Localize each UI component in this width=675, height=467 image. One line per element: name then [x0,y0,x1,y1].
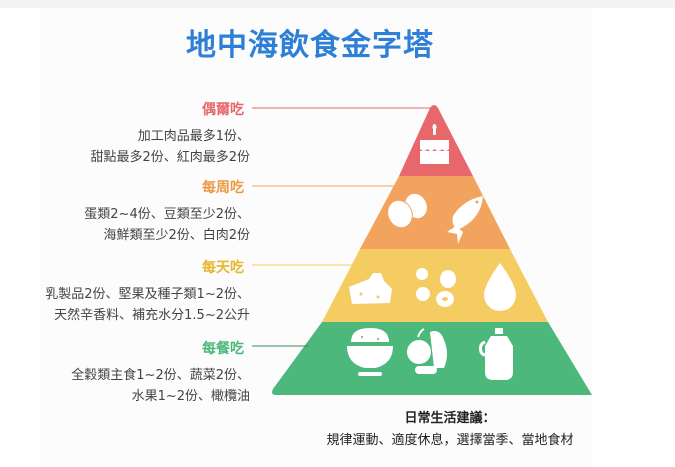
tier-weekly-band [360,176,510,249]
advice-title: 日常生活建議： [404,411,496,426]
tier-occasional-label: 偶爾吃 [202,102,244,118]
cake-icon [420,124,449,164]
cheese-icon [349,273,392,304]
page-title: 地中海飲食金字塔 [186,28,434,63]
tier-every-meal-label: 每餐吃 [202,341,244,357]
rice-bowl-icon [347,328,393,376]
olive-oil-icon [479,328,513,380]
tier-weekly-description: 蛋類2~4份、豆類至少2份、 海鮮類至少2份、白肉2份 [84,207,250,243]
fish-icon [447,196,483,244]
daily-life-advice: 日常生活建議： 規律運動、適度休息，選擇當季、當地食材 [290,408,610,452]
eggs-icon [387,192,428,229]
advice-text: 規律運動、適度休息，選擇當季、當地食材 [326,433,574,448]
nuts-icon [416,268,456,307]
tier-daily-label: 每天吃 [202,260,244,276]
top-strip [0,0,675,8]
fruits-vegetables-icon [407,328,447,374]
tier-every-meal-description: 全穀類主食1~2份、蔬菜2份、 水果1~2份、橄欖油 [71,368,250,404]
tier-occasional-description: 加工肉品最多1份、 甜點最多2份、紅肉最多2份 [90,129,250,165]
tier-weekly-label: 每周吃 [202,180,244,196]
tier-daily-description: 乳製品2份、堅果及種子類1~2份、 天然辛香料、補充水分1.5~2公升 [45,287,250,323]
water-drop-icon [484,263,516,311]
